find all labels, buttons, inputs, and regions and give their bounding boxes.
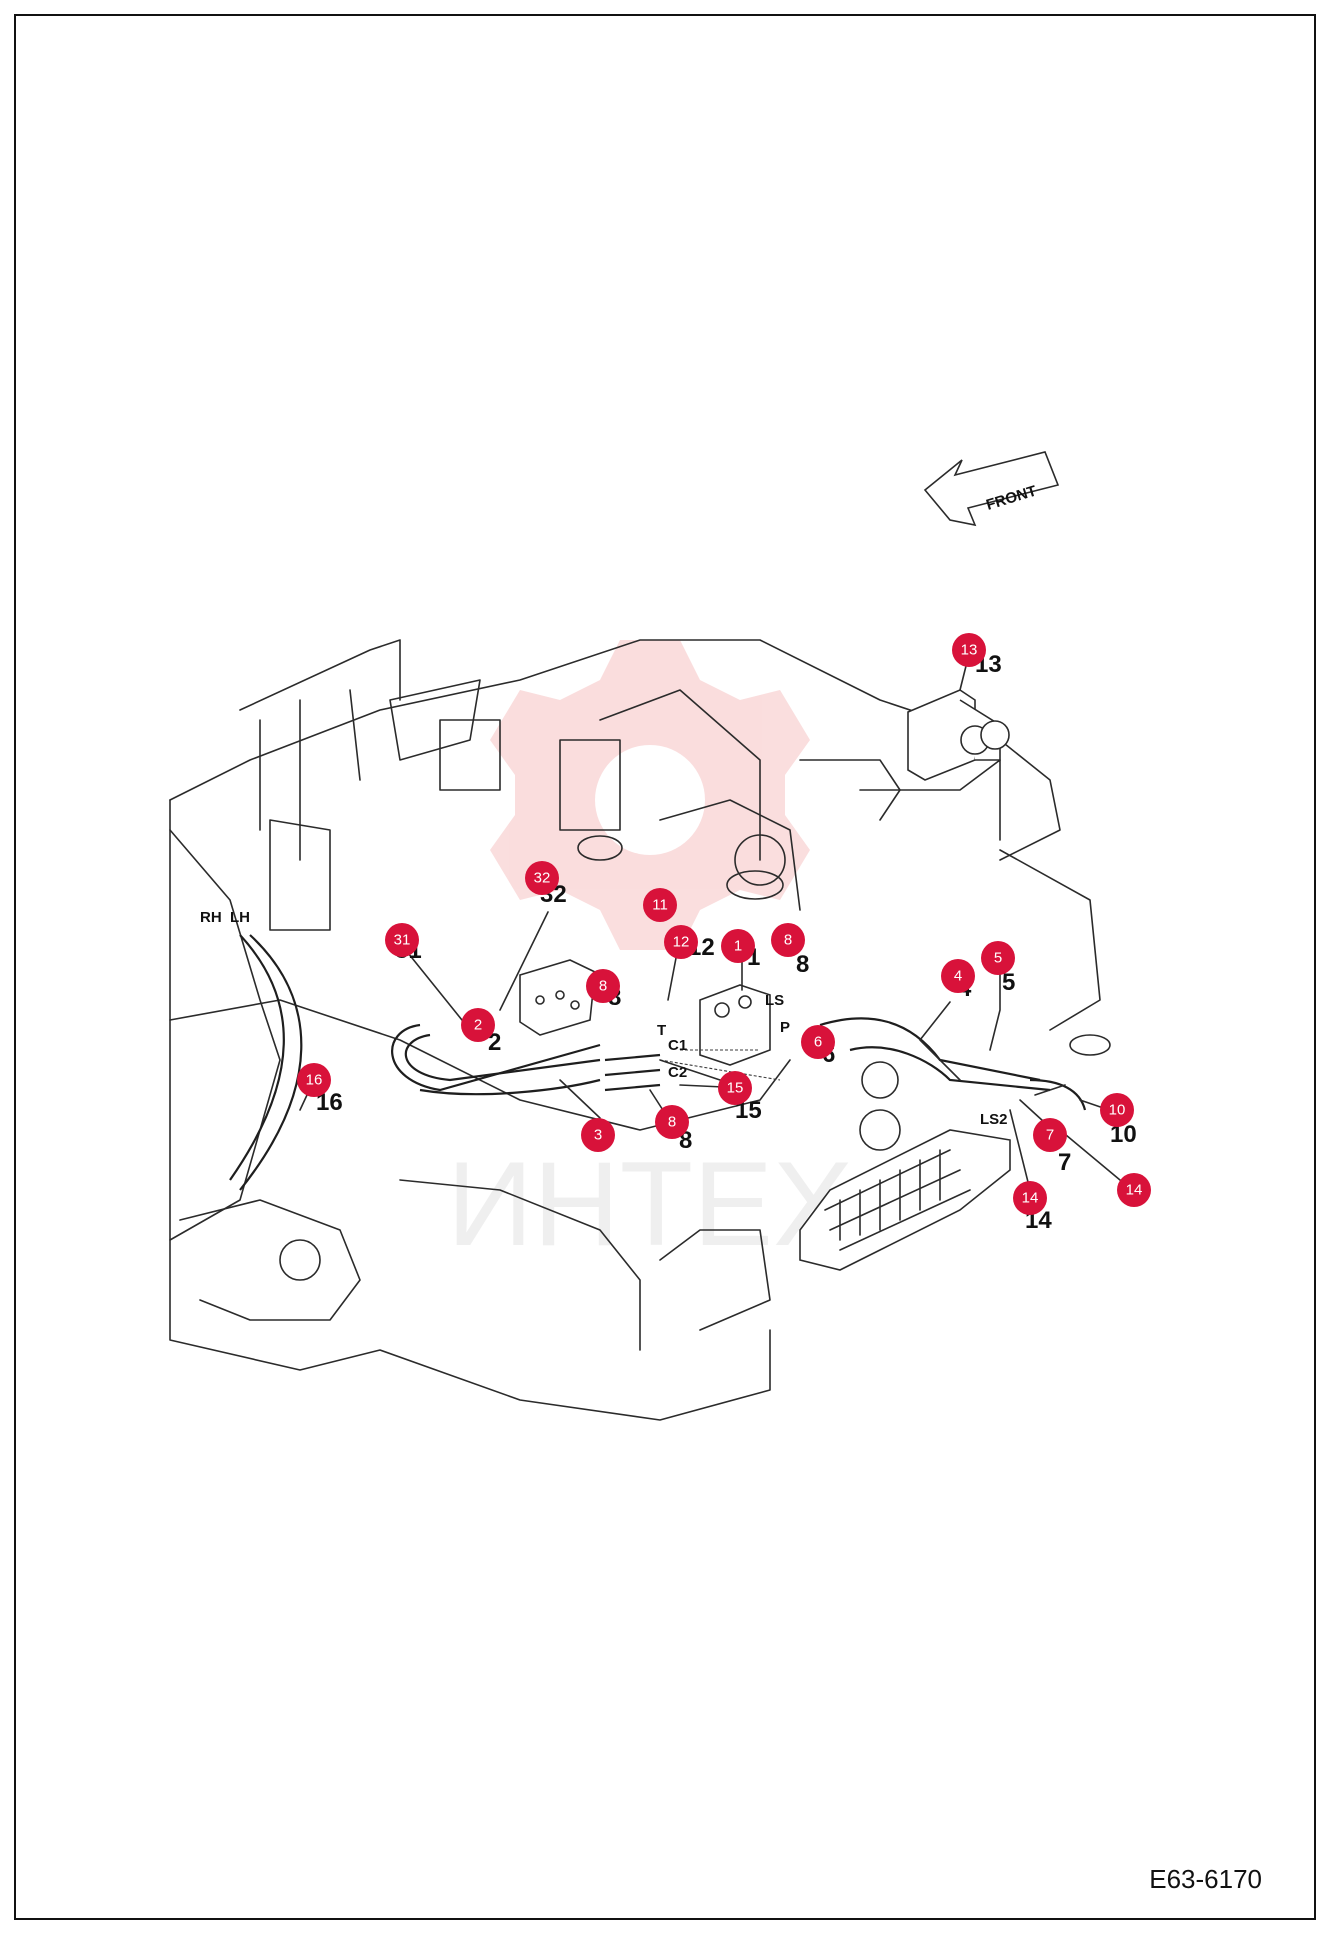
callout-badge: 2: [461, 1008, 495, 1042]
callout-badge: 4: [941, 959, 975, 993]
callout-badge: 14: [1117, 1173, 1151, 1207]
port-label-ls2: LS2: [980, 1111, 1008, 1128]
svg-text:13: 13: [961, 642, 978, 659]
port-label-ls: LS: [765, 992, 784, 1009]
callout-badge: 11: [643, 888, 677, 922]
callout-badge: 8: [771, 923, 805, 957]
part-number: 8: [796, 951, 809, 978]
port-label-p: P: [780, 1019, 790, 1036]
hydraulic-hoses: [229, 934, 1087, 1191]
svg-text:15: 15: [727, 1080, 744, 1097]
svg-text:31: 31: [394, 932, 411, 949]
port-label-t: T: [657, 1022, 666, 1039]
svg-text:10: 10: [1109, 1102, 1126, 1119]
callout-badge: 15: [718, 1071, 752, 1105]
svg-text:6: 6: [814, 1034, 822, 1051]
callout-badge: 5: [981, 941, 1015, 975]
callout-badge: 12: [664, 925, 698, 959]
watermark-text: ИНТЕХ: [447, 1137, 853, 1271]
part-number: 5: [1002, 969, 1015, 996]
svg-text:2: 2: [474, 1017, 482, 1034]
svg-text:32: 32: [534, 870, 551, 887]
drawing-code: E63-6170: [1149, 1864, 1262, 1894]
front-arrow-icon: FRONT: [923, 451, 1060, 527]
part-number: 7: [1058, 1149, 1071, 1176]
callout-badge: 3: [581, 1118, 615, 1152]
svg-text:1: 1: [734, 938, 742, 955]
callout-badge: 8: [655, 1105, 689, 1139]
svg-text:8: 8: [599, 978, 607, 995]
callout-badge: 31: [385, 923, 419, 957]
callout-badge: 10: [1100, 1093, 1134, 1127]
svg-text:7: 7: [1046, 1127, 1054, 1144]
upper-frame-outline: [169, 639, 1111, 1421]
svg-text:8: 8: [668, 1114, 676, 1131]
svg-text:16: 16: [306, 1072, 323, 1089]
part-number: 2: [488, 1029, 501, 1056]
svg-text:3: 3: [594, 1127, 602, 1144]
svg-text:14: 14: [1126, 1182, 1143, 1199]
callout-badge: 8: [586, 969, 620, 1003]
svg-text:11: 11: [652, 897, 668, 914]
callout-badge: 14: [1013, 1181, 1047, 1215]
svg-text:12: 12: [673, 934, 690, 951]
port-label-lh: LH: [230, 909, 250, 926]
port-label-rh: RH: [200, 909, 222, 926]
callout-badge: 1: [721, 929, 755, 963]
solenoid-valve: [907, 689, 1010, 781]
port-labels: RH LH T P C1 C2 LS LS2: [200, 909, 1008, 1128]
watermark: ИНТЕХ: [447, 640, 853, 1271]
manifold-block: [519, 959, 596, 1036]
svg-text:4: 4: [954, 968, 962, 985]
callout-badge: 7: [1033, 1118, 1067, 1152]
drawing-frame: [14, 14, 1316, 1920]
svg-text:5: 5: [994, 950, 1002, 967]
callout-badge: 16: [297, 1063, 331, 1097]
svg-text:8: 8: [784, 932, 792, 949]
valve-block: [699, 984, 771, 1066]
svg-text:14: 14: [1022, 1190, 1039, 1207]
callout-badge: 13: [952, 633, 986, 667]
port-label-c1: C1: [668, 1037, 687, 1054]
callout-badge: 6: [801, 1025, 835, 1059]
port-label-c2: C2: [668, 1064, 687, 1081]
callout-badges: 1 2 3 4 5 6 7 8 8 8 10 11 12 13 14 14 15…: [297, 633, 1151, 1215]
callout-badge: 32: [525, 861, 559, 895]
control-valve-stack: [799, 1129, 1011, 1271]
